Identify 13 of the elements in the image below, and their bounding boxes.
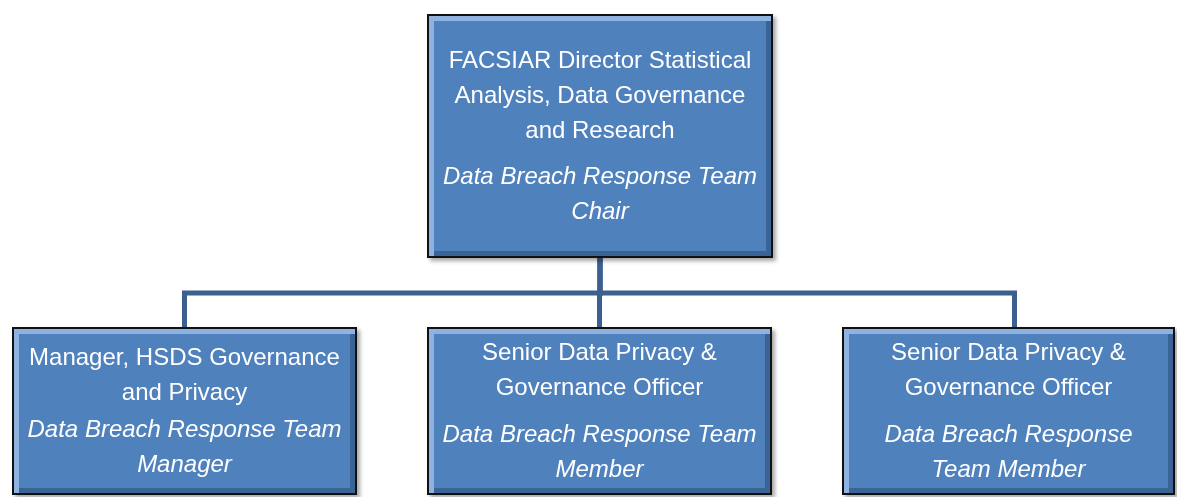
connector-line bbox=[597, 258, 1017, 327]
team-role: Data Breach Response Team Member bbox=[441, 419, 758, 484]
role-title: Senior Data Privacy & Governance Officer bbox=[481, 337, 718, 403]
org-box bbox=[427, 14, 773, 258]
role-title: Manager, HSDS Governance and Privacy bbox=[28, 342, 341, 408]
role-title: FACSIAR Director Statistical Analysis, Data Governance and Research bbox=[447, 45, 753, 145]
org-box bbox=[842, 327, 1175, 495]
role-title: Senior Data Privacy & Governance Officer bbox=[890, 337, 1127, 403]
org-box bbox=[12, 327, 357, 495]
team-role: Data Breach Response Team Chair bbox=[442, 161, 758, 227]
team-role: Data Breach Response Team Member bbox=[883, 419, 1134, 484]
team-role: Data Breach Response Team Manager bbox=[26, 414, 343, 479]
org-box bbox=[427, 327, 772, 495]
